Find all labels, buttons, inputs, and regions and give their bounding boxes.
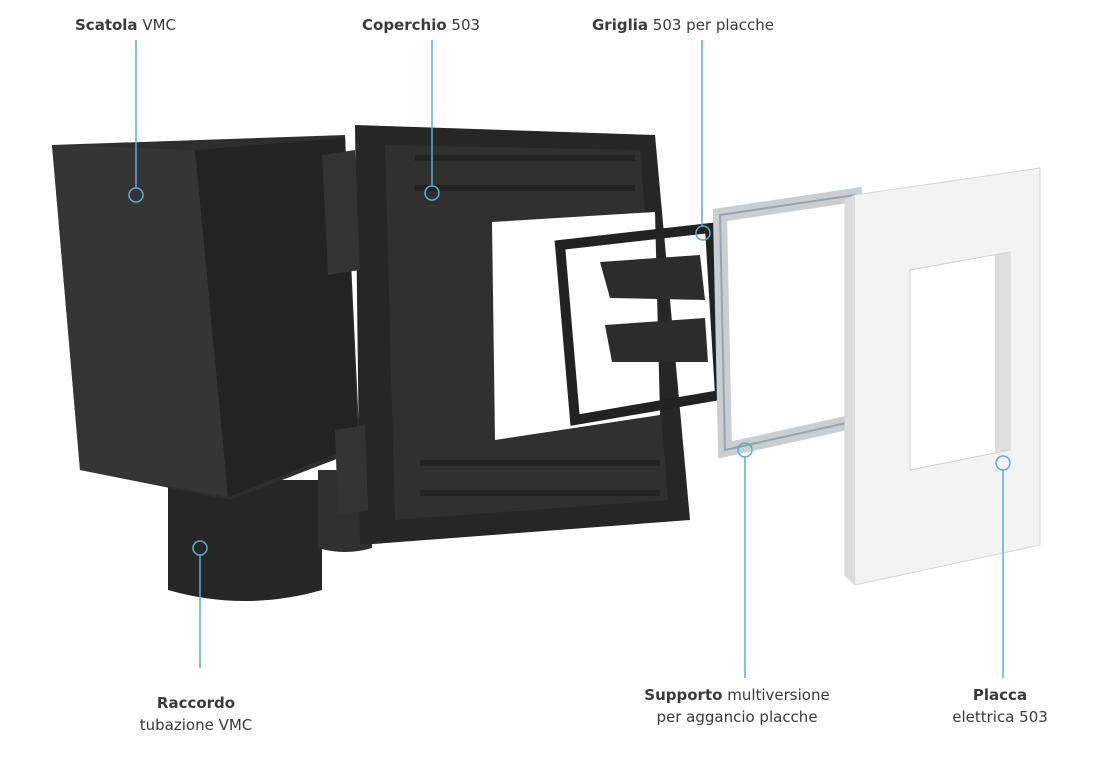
label-text: 503 per placche [652, 16, 774, 34]
label-supporto: Supporto multiversione per aggancio placc… [644, 684, 829, 728]
label-bold: Griglia [592, 16, 648, 34]
label-bold: Raccordo [156, 694, 236, 712]
label-bold: Placca [972, 686, 1028, 704]
label-text: elettrica 503 [952, 708, 1048, 726]
scatola-box [52, 135, 360, 500]
placca-plate [844, 167, 1041, 586]
label-text: tubazione VMC [139, 716, 253, 734]
label-griglia: Griglia 503 per placche [592, 14, 774, 36]
supporto-frame [712, 186, 868, 459]
label-bold: Supporto [644, 686, 723, 704]
coperchio-cover [322, 125, 690, 545]
label-text: per aggancio placche [656, 708, 818, 726]
label-text: VMC [142, 16, 177, 34]
label-coperchio: Coperchio 503 [362, 14, 480, 36]
callout-lines [128, 40, 1011, 678]
label-placca: Placca elettrica 503 [952, 684, 1048, 728]
label-scatola: Scatola VMC [75, 14, 176, 36]
label-raccordo: Raccordo tubazione VMC [140, 692, 253, 736]
label-text: multiversione [727, 686, 830, 704]
label-text: 503 [451, 16, 481, 34]
label-bold: Coperchio [362, 16, 447, 34]
label-bold: Scatola [75, 16, 138, 34]
